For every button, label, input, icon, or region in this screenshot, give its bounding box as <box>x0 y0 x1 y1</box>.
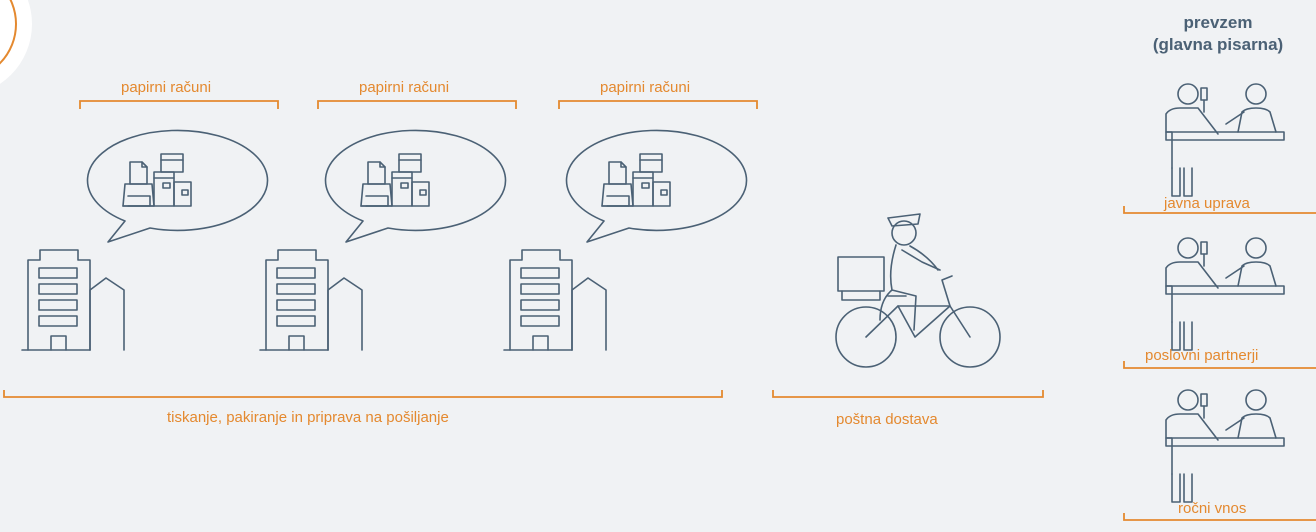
bracket-printing <box>3 390 723 398</box>
label-postal: poštna dostava <box>836 411 938 428</box>
label-business-partners: poslovni partnerji <box>1145 347 1259 364</box>
speech-bubble-3 <box>565 129 748 243</box>
bracket-postal <box>772 390 1044 398</box>
printer-boxes-icon-2 <box>360 153 430 207</box>
office-building-icon-2 <box>259 249 363 351</box>
label-manual-entry: ročni vnos <box>1178 500 1247 517</box>
reception-desk-icon-3 <box>1165 389 1285 503</box>
orange-brackets <box>3 100 1316 521</box>
speech-bubble-1 <box>86 129 269 243</box>
bracket-paper-2 <box>317 100 517 109</box>
reception-desk-icon-1 <box>1165 83 1285 197</box>
badge-circle-ring <box>0 0 17 65</box>
label-paper-invoices-1: papirni računi <box>121 79 212 96</box>
reception-title-line-1: prevzem <box>1183 13 1253 32</box>
label-printing: tiskanje, pakiranje in priprava na pošil… <box>167 409 449 426</box>
bracket-public-admin <box>1123 206 1316 214</box>
label-public-admin: javna uprava <box>1164 195 1250 212</box>
reception-title-line-2: (glavna pisarna) <box>1152 35 1284 54</box>
bracket-paper-1 <box>79 100 279 109</box>
bracket-manual-entry <box>1123 513 1316 521</box>
reception-desk-icon-2 <box>1165 237 1285 351</box>
label-paper-invoices-3: papirni računi <box>600 79 691 96</box>
office-building-icon-1 <box>21 249 125 351</box>
reception-title: prevzem (glavna pisarna) <box>1120 12 1316 56</box>
courier-bicycle-icon <box>835 213 1001 368</box>
printer-boxes-icon-1 <box>122 153 192 207</box>
badge-circle-bg <box>0 0 32 84</box>
printer-boxes-icon-3 <box>601 153 671 207</box>
speech-bubble-2 <box>324 129 507 243</box>
bracket-business-partners <box>1123 361 1316 369</box>
office-building-icon-3 <box>503 249 607 351</box>
bracket-paper-3 <box>558 100 758 109</box>
label-paper-invoices-2: papirni računi <box>359 79 450 96</box>
